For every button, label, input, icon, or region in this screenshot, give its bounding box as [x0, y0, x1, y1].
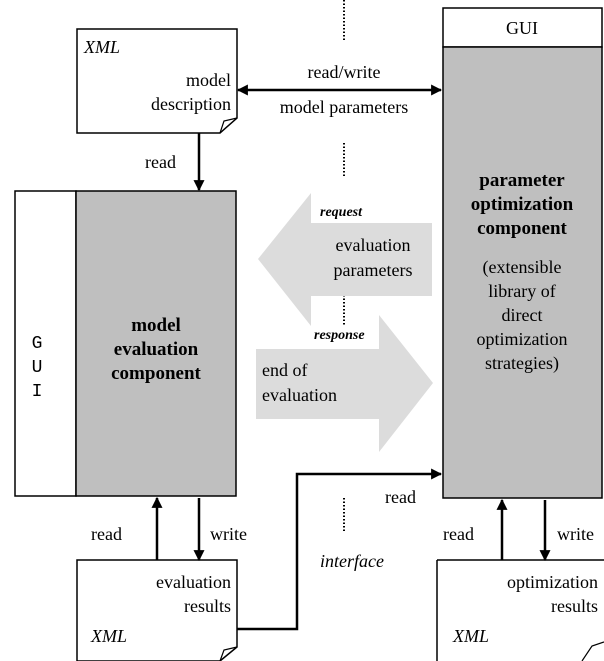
optimization-results-document: optimization results XML: [436, 559, 604, 661]
doc-line: evaluation: [156, 572, 231, 592]
doc-line: results: [551, 596, 598, 616]
read-label: read: [91, 524, 122, 544]
end-of-evaluation-line: end of: [262, 360, 307, 380]
model-parameters-label: model parameters: [280, 97, 408, 117]
gui-letter: U: [32, 358, 43, 378]
doc-line: description: [151, 94, 231, 114]
doc-tag: XML: [90, 626, 127, 646]
doc-line: optimization: [507, 572, 598, 592]
evaluation-results-document: evaluation results XML: [76, 559, 238, 661]
component-title: parameter: [479, 170, 565, 191]
component-title: model: [131, 315, 181, 336]
response-arrow: response end of evaluation: [256, 315, 433, 452]
gui-letter: G: [32, 334, 43, 354]
folded-corner-icon: [219, 646, 238, 661]
read-connector-arrow: [237, 468, 443, 631]
model-evaluation-component: G U I model evaluation component: [14, 190, 237, 497]
request-arrow: request evaluation parameters: [258, 193, 432, 326]
model-description-document: XML model description: [76, 28, 238, 134]
component-desc: direct: [502, 305, 543, 325]
component-title: component: [111, 363, 201, 384]
component-title: evaluation: [114, 339, 199, 360]
read-label: read: [443, 524, 474, 544]
component-body: [442, 46, 603, 499]
component-title: component: [477, 218, 567, 239]
component-body: [75, 190, 237, 497]
folded-corner-icon: [581, 641, 604, 661]
component-desc: library of: [488, 281, 555, 301]
component-desc: strategies): [485, 353, 559, 374]
doc-tag: XML: [83, 37, 120, 57]
component-desc: optimization: [477, 329, 568, 349]
folded-corner-icon: [219, 117, 238, 134]
evaluation-parameters-line: parameters: [334, 260, 413, 280]
gui-letter: I: [32, 382, 43, 402]
parameter-optimization-component: GUI parameter optimization component (ex…: [442, 7, 603, 499]
write-label: write: [210, 524, 247, 544]
doc-tag: XML: [452, 626, 489, 646]
gui-label: GUI: [506, 18, 538, 38]
read-label: read: [145, 152, 176, 172]
component-desc: (extensible: [483, 257, 562, 278]
read-write-label: read/write: [308, 62, 381, 82]
component-title: optimization: [471, 194, 574, 215]
request-label: request: [320, 205, 363, 220]
evaluation-parameters-line: evaluation: [336, 235, 411, 255]
gui-header: [442, 7, 603, 48]
gui-panel: [14, 190, 77, 497]
response-label: response: [314, 328, 365, 343]
doc-line: model: [186, 70, 231, 90]
interface-label: interface: [320, 551, 384, 571]
read-label: read: [385, 487, 416, 507]
write-label: write: [557, 524, 594, 544]
end-of-evaluation-line: evaluation: [262, 385, 337, 405]
doc-line: results: [184, 596, 231, 616]
